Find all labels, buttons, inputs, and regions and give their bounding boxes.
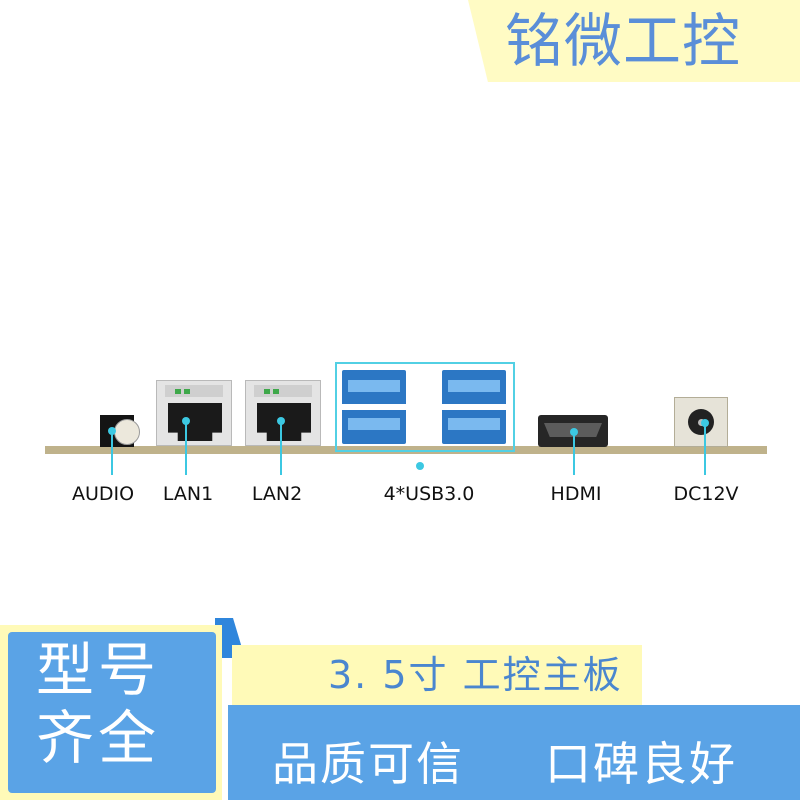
lan2-port — [245, 380, 321, 446]
product-title: 3. 5寸 工控主板 — [328, 653, 623, 697]
lan2-led — [264, 389, 270, 394]
lan1-port — [156, 380, 232, 446]
badge-text: 型号 齐全 — [36, 636, 206, 772]
audio-jack — [114, 419, 140, 445]
usb-stack-right — [442, 370, 506, 444]
lan1-led — [175, 389, 181, 394]
badge-panel — [8, 632, 216, 793]
audio-label: AUDIO — [71, 483, 135, 505]
lan2-led — [273, 389, 279, 394]
product-band — [232, 645, 642, 705]
brand-name: 铭微工控 — [505, 7, 742, 75]
dc-label: DC12V — [673, 483, 739, 505]
lan1-label: LAN1 — [162, 483, 214, 505]
slogan-quality: 品质可信 — [272, 737, 464, 791]
brand-banner — [468, 0, 800, 82]
lan1-socket — [168, 403, 222, 441]
lan1-led — [184, 389, 190, 394]
badge-line1: 型号 — [36, 636, 161, 704]
usb-highlight-box — [335, 362, 515, 452]
slogan-reputation: 口碑良好 — [545, 737, 737, 791]
hdmi-label: HDMI — [550, 483, 602, 505]
usb-label: 4*USB3.0 — [383, 483, 475, 505]
audio-port — [100, 415, 140, 447]
slogan-band — [228, 705, 800, 800]
lan2-label: LAN2 — [251, 483, 303, 505]
usb-stack-left — [342, 370, 406, 444]
badge-line2: 齐全 — [36, 704, 161, 772]
